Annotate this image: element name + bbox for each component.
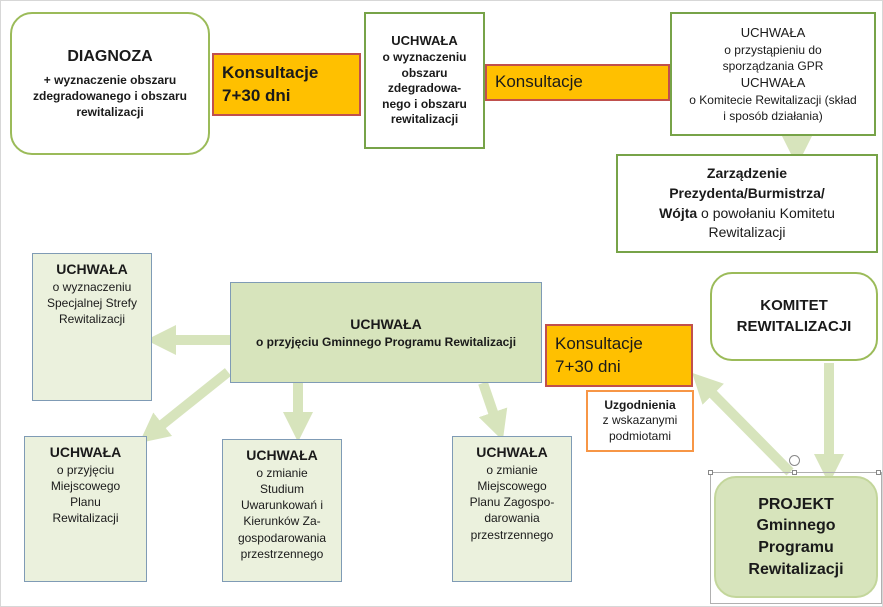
uchwala-przyjecie-gpr-box: UCHWAŁA o przyjęciu Gminnego Programu Re…	[230, 282, 542, 383]
uchwala-line: przestrzennego	[470, 527, 554, 542]
uchwala-line: Studium	[259, 482, 305, 497]
uchwala-line: Kierunków Za-	[243, 514, 321, 529]
arrow-central-to-mpr	[139, 368, 232, 443]
uchwala-line: o przystąpieniu do	[724, 42, 822, 57]
uchwala-line: Miejscowego	[477, 479, 547, 494]
uchwala-title: UCHWAŁA	[740, 75, 806, 90]
projekt-line: Rewitalizacji	[748, 560, 844, 578]
uchwala-line: obszaru	[401, 65, 448, 80]
arrow-projekt-to-konsultacje	[692, 372, 794, 476]
zarzadzenie-wojta: Wójta	[659, 204, 698, 221]
uchwala-line: Uwarunkowań i	[240, 498, 324, 513]
uchwala-line: o przyjęciu Gminnego Programu Rewitaliza…	[255, 334, 517, 349]
diagnoza-line: zdegradowanego i obszaru	[32, 89, 188, 104]
rotate-handle[interactable]	[789, 455, 800, 466]
uchwala-line: Planu	[70, 495, 101, 510]
uzgodnienia-line: Uzgodnienia	[604, 397, 676, 412]
uchwala-line: Planu Zagospo-	[469, 495, 555, 510]
uchwala-line: o Komitecie Rewitalizacji (skład	[689, 92, 857, 107]
uchwala-line: przestrzennego	[240, 546, 324, 561]
uchwala-title: UCHWAŁA	[56, 261, 128, 277]
uchwala-line: darowania	[484, 511, 540, 526]
uchwala-mpr-box: UCHWAŁA o przyjęciu Miejscowego Planu Re…	[24, 436, 147, 582]
zarzadzenie-line: Rewitalizacji	[708, 224, 786, 241]
komitet-line: KOMITET	[760, 297, 828, 315]
uchwala-line: gospodarowania	[237, 530, 327, 545]
uchwala-title: UCHWAŁA	[350, 315, 422, 332]
uchwala-line: Miejscowego	[50, 479, 121, 494]
selection-handle[interactable]	[708, 470, 713, 475]
zarzadzenie-line: Zarządzenie	[706, 165, 788, 182]
uchwala-line: zdegradowa-	[387, 81, 462, 96]
diagnoza-line: + wyznaczenie obszaru	[43, 73, 177, 88]
uzgodnienia-line: podmiotami	[608, 428, 672, 443]
konsultacje-label: Konsultacje	[222, 62, 319, 82]
diagnoza-box: DIAGNOZA + wyznaczenie obszaru zdegradow…	[10, 12, 210, 155]
uchwala-title: UCHWAŁA	[476, 444, 548, 460]
diagnoza-line: rewitalizacji	[76, 105, 144, 120]
uchwala-line: rewitalizacji	[390, 112, 459, 127]
konsultacje-label: Konsultacje	[495, 72, 583, 92]
projekt-line: PROJEKT	[758, 495, 834, 513]
uchwala-line: Rewitalizacji	[58, 312, 126, 327]
uchwala-line: i sposób działania)	[723, 108, 823, 123]
projekt-line: Programu	[758, 539, 834, 556]
uchwala-strefy-box: UCHWAŁA o wyznaczeniu Specjalnej Strefy …	[32, 253, 152, 401]
uchwala-title: UCHWAŁA	[49, 444, 122, 460]
konsultacje-days: 7+30 dni	[555, 356, 621, 376]
projekt-box: PROJEKT Gminnego Programu Rewitalizacji	[714, 476, 878, 598]
uchwala-line: o zmianie	[486, 462, 538, 477]
selection-outline	[710, 472, 882, 604]
zarzadzenie-rest: o powołaniu Komitetu	[697, 204, 835, 221]
uchwala-line: Rewitalizacji	[52, 511, 119, 526]
diagnoza-title: DIAGNOZA	[67, 48, 153, 66]
konsultacje-days: 7+30 dni	[222, 85, 291, 105]
selection-handle[interactable]	[792, 470, 797, 475]
uchwala-gpr-box: UCHWAŁA o przystąpieniu do sporządzania …	[670, 12, 876, 136]
uchwala-obszaru-box: UCHWAŁA o wyznaczeniu obszaru zdegradowa…	[364, 12, 485, 149]
uchwala-title: UCHWAŁA	[246, 447, 318, 463]
zarzadzenie-line: Wójta o powołaniu Komitetu	[659, 204, 835, 224]
arrow-central-to-mpzp	[478, 381, 508, 441]
uchwala-line: o przyjęciu	[56, 462, 115, 477]
komitet-box: KOMITET REWITALIZACJI	[710, 272, 878, 361]
uchwala-line: o zmianie	[256, 465, 308, 480]
uchwala-studium-box: UCHWAŁA o zmianie Studium Uwarunkowań i …	[222, 439, 342, 582]
komitet-line: REWITALIZACJI	[736, 317, 852, 335]
zarzadzenie-box: Zarządzenie Prezydenta/Burmistrza/ Wójta…	[616, 154, 878, 253]
uchwala-title: UCHWAŁA	[740, 25, 806, 41]
uchwala-line: sporządzania GPR	[722, 58, 824, 73]
uzgodnienia-line: z wskazanymi	[602, 413, 678, 428]
konsultacje-label: Konsultacje	[555, 333, 643, 353]
projekt-line: Gminnego	[756, 517, 836, 535]
konsultacje-box-2: Konsultacje	[485, 64, 670, 101]
uchwala-title: UCHWAŁA	[391, 33, 458, 49]
uchwala-line: Specjalnej Strefy	[46, 296, 138, 311]
uchwala-line: nego i obszaru	[382, 96, 467, 111]
uchwala-mpzp-box: UCHWAŁA o zmianie Miejscowego Planu Zago…	[452, 436, 572, 582]
uzgodnienia-box: Uzgodnienia z wskazanymi podmiotami	[586, 390, 694, 452]
uchwala-line: o wyznaczeniu	[52, 279, 132, 294]
konsultacje-box-1: Konsultacje 7+30 dni	[212, 53, 361, 116]
konsultacje-box-3: Konsultacje 7+30 dni	[545, 324, 693, 387]
selection-handle[interactable]	[876, 470, 881, 475]
zarzadzenie-line: Prezydenta/Burmistrza/	[669, 184, 825, 201]
uchwala-line: o wyznaczeniu	[382, 49, 467, 64]
